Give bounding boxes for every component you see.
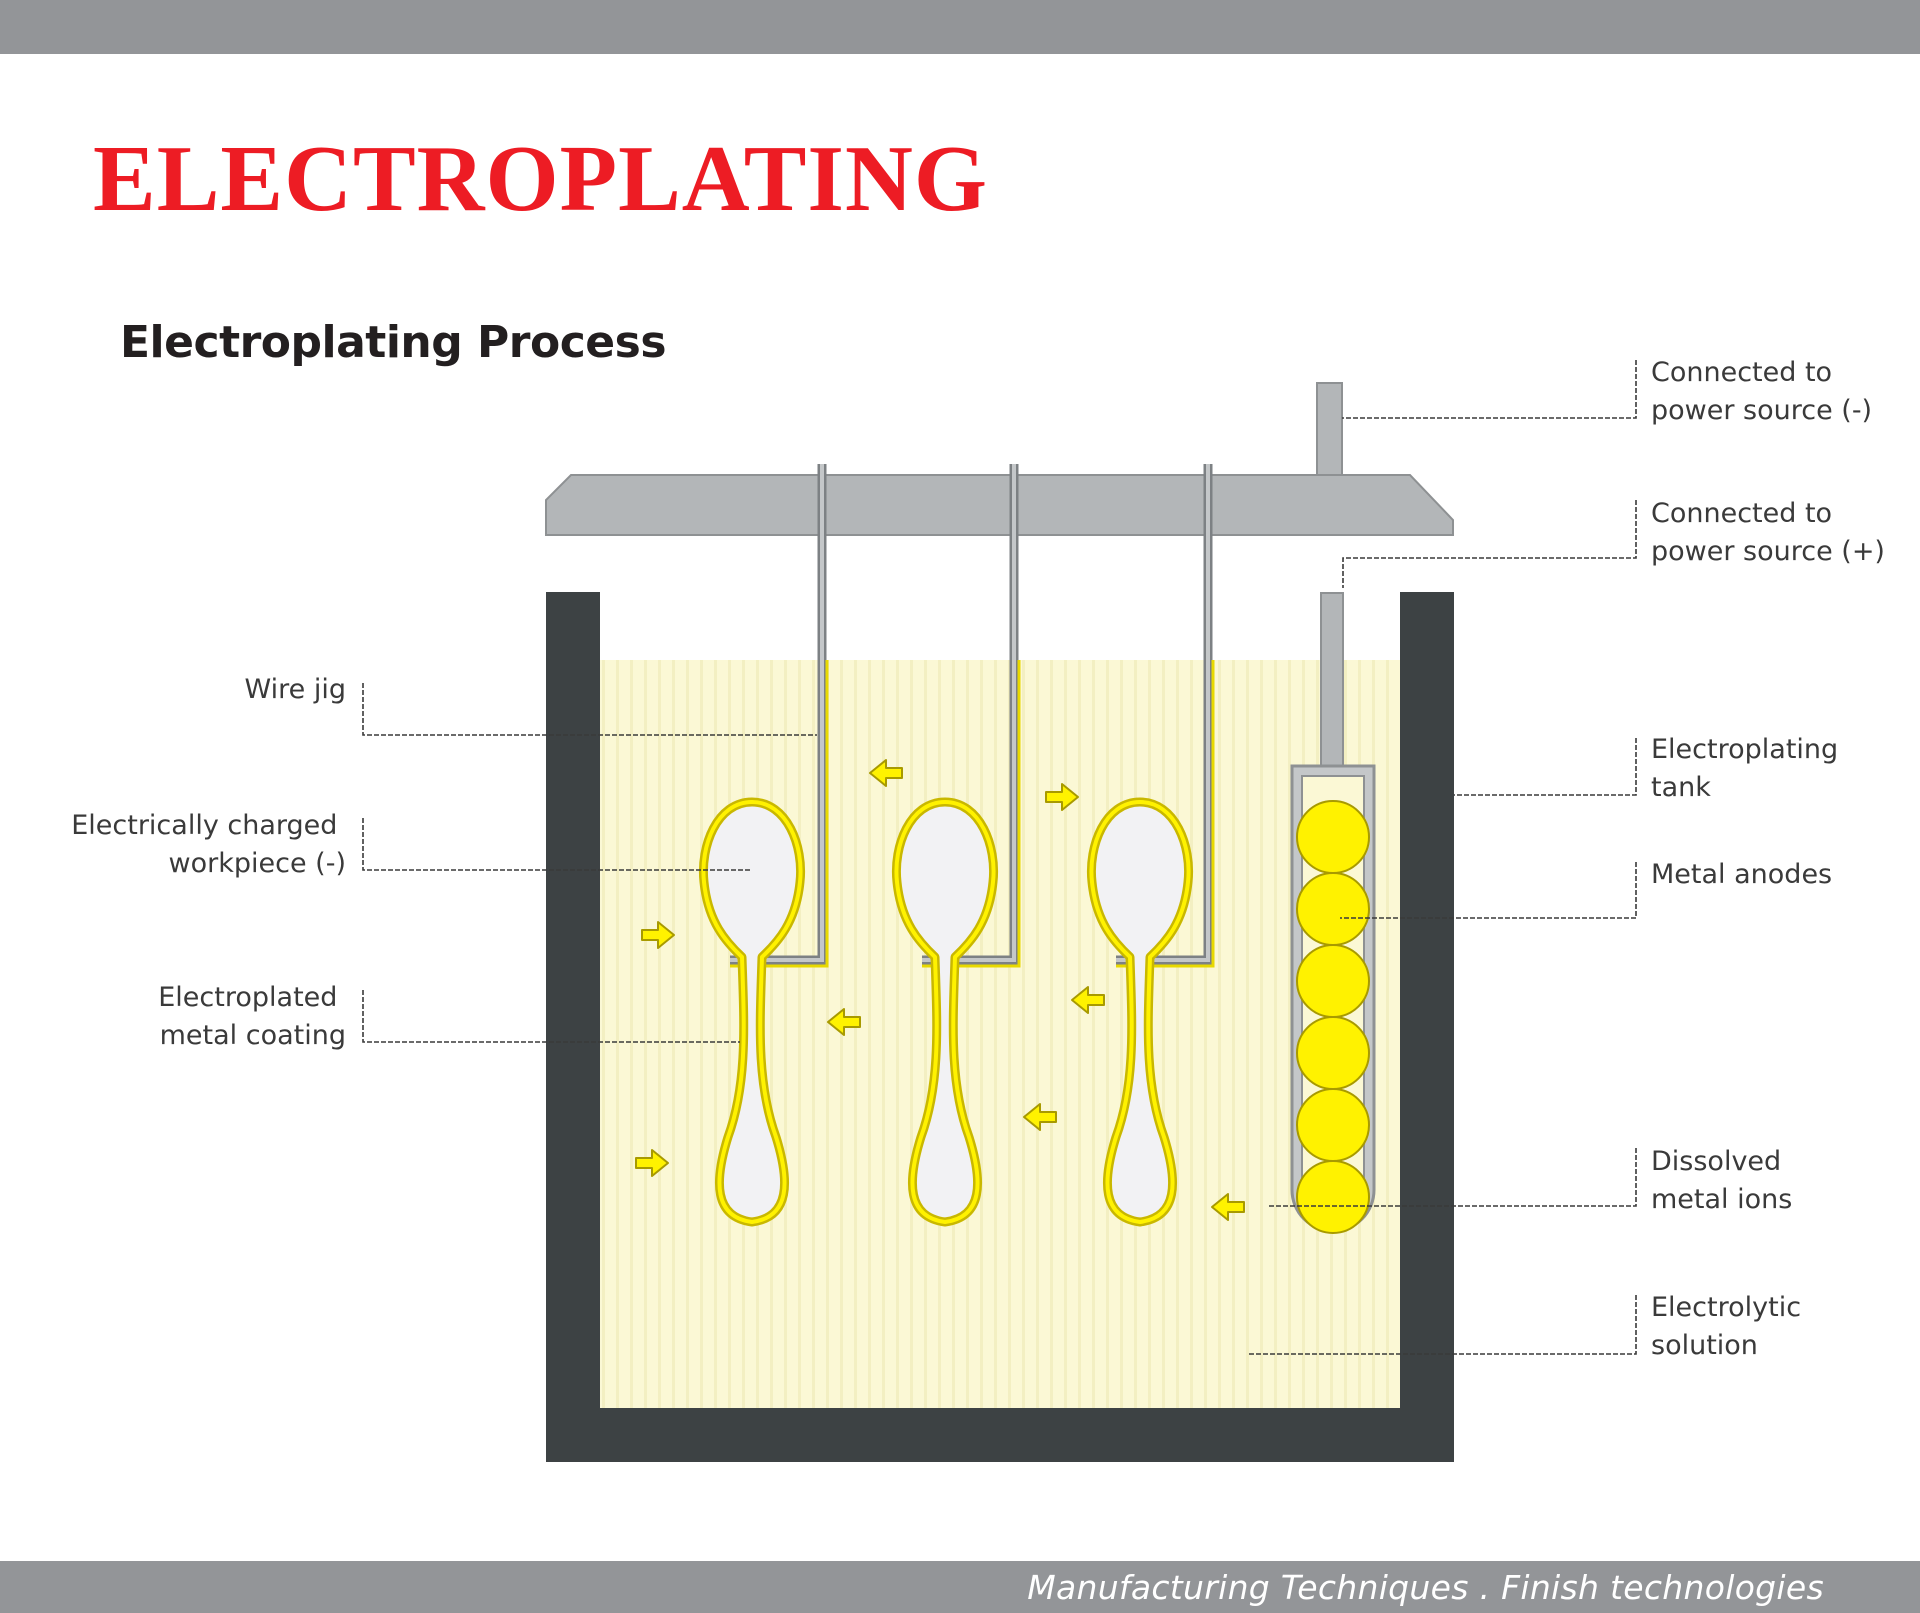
label-workpiece: Electrically charged workpiece (-) (71, 810, 346, 879)
metal-anodes (1296, 800, 1370, 1234)
leader-lines (362, 360, 1637, 1355)
cathode-bar (545, 382, 1454, 536)
top-bar (0, 0, 1920, 54)
diagram-heading: Electroplating Process (120, 317, 667, 368)
label-dissolved-ions: Dissolved metal ions (1651, 1146, 1792, 1215)
electrolytic-solution (600, 660, 1400, 1408)
footer-text: Manufacturing Techniques . Finish techno… (1027, 1568, 1824, 1607)
label-power-positive: Connected to power source (+) (1651, 498, 1885, 567)
label-power-negative: Connected to power source (-) (1651, 357, 1872, 426)
electroplating-tank (546, 592, 1454, 1462)
label-metal-coating: Electroplated metal coating (158, 982, 346, 1051)
label-wire-jig: Wire jig (245, 674, 346, 705)
label-metal-anodes: Metal anodes (1651, 859, 1832, 890)
footer-bar (0, 1561, 1920, 1613)
label-electroplating-tank: Electroplating tank (1651, 734, 1847, 803)
label-electrolytic-solution: Electrolytic solution (1651, 1292, 1810, 1361)
page-title: ELECTROPLATING (93, 127, 988, 231)
